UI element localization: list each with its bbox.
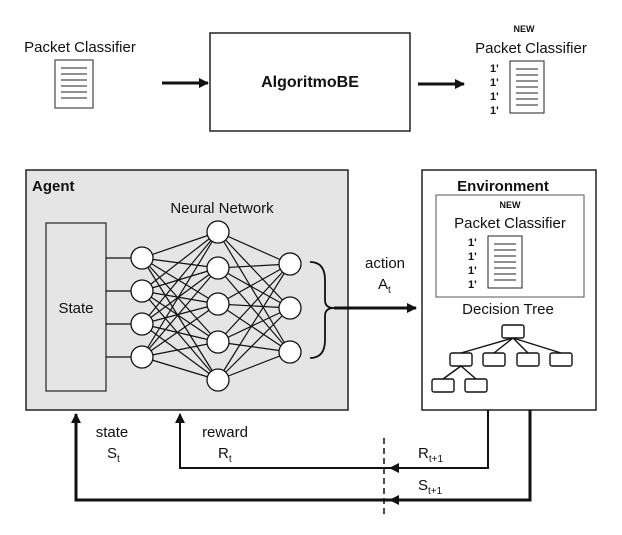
neuron-connection bbox=[141, 257, 219, 269]
reward-sub: t bbox=[229, 454, 232, 465]
action-symbol: At bbox=[378, 276, 391, 296]
neuron-connection bbox=[217, 263, 291, 343]
neuron-connection bbox=[217, 303, 291, 309]
environment-title: Environment bbox=[457, 178, 549, 195]
top-rule-mark: 1' bbox=[490, 77, 499, 89]
neuron-connection bbox=[141, 290, 219, 305]
action-sub: t bbox=[388, 285, 391, 296]
neuron-connection bbox=[141, 356, 219, 381]
reward-next-symbol: Rt+1 bbox=[418, 445, 443, 465]
state-symbol: St bbox=[107, 445, 120, 465]
neuron-node bbox=[206, 330, 230, 354]
neuron-connection bbox=[217, 231, 291, 309]
top-new-badge: NEW bbox=[514, 24, 536, 34]
env-classifier-label: Packet Classifier bbox=[454, 215, 566, 232]
neuron-connection bbox=[141, 231, 219, 325]
neuron-connection bbox=[141, 323, 219, 343]
neuron-connection bbox=[217, 263, 291, 381]
process-box bbox=[209, 32, 411, 132]
neuron-connection bbox=[141, 257, 219, 343]
decision-tree-label: Decision Tree bbox=[462, 301, 554, 318]
env-rule-mark: 1' bbox=[468, 279, 477, 291]
neuron-node bbox=[278, 296, 302, 320]
neuron-node bbox=[206, 220, 230, 244]
neuron-connection bbox=[217, 307, 291, 381]
neuron-connection bbox=[217, 341, 291, 353]
top-output-rule-marks: 1' 1' 1' 1' bbox=[490, 63, 499, 117]
reward-next-sub: t+1 bbox=[429, 454, 444, 465]
neuron-connection bbox=[217, 303, 291, 353]
reward-arrow bbox=[175, 410, 489, 469]
env-doc-icon bbox=[487, 235, 523, 289]
state-label: state bbox=[96, 424, 129, 441]
neuron-connection bbox=[217, 267, 291, 353]
neuron-connection bbox=[141, 341, 219, 358]
neural-network-connections bbox=[106, 231, 291, 381]
reward-label: reward bbox=[202, 424, 248, 441]
top-output-doc-icon bbox=[509, 60, 545, 114]
state-sub: t bbox=[117, 454, 120, 465]
network-label: Neural Network bbox=[170, 200, 274, 217]
state-box-label: State bbox=[58, 300, 93, 317]
neuron-node bbox=[130, 279, 154, 303]
neuron-connection bbox=[217, 351, 291, 381]
top-rule-mark: 1' bbox=[490, 63, 499, 75]
top-rule-mark: 1' bbox=[490, 105, 499, 117]
reward-symbol: Rt bbox=[218, 445, 232, 465]
neuron-connection bbox=[141, 231, 219, 259]
neuron-connection bbox=[141, 257, 219, 305]
env-new-badge: NEW bbox=[500, 200, 522, 210]
neuron-connection bbox=[141, 303, 219, 325]
neural-network-nodes bbox=[130, 220, 302, 392]
neuron-connection bbox=[217, 263, 291, 269]
top-output-label: Packet Classifier bbox=[475, 40, 587, 57]
neuron-node bbox=[130, 246, 154, 270]
neuron-connection bbox=[141, 231, 219, 292]
neuron-connection bbox=[217, 267, 291, 309]
state-next-symbol: St+1 bbox=[418, 477, 443, 497]
env-rule-mark: 1' bbox=[468, 237, 477, 249]
reward-sym: R bbox=[218, 445, 229, 462]
neuron-connection bbox=[217, 307, 291, 343]
state-sym: S bbox=[107, 445, 117, 462]
action-label: action bbox=[365, 255, 405, 272]
state-box bbox=[45, 222, 107, 392]
neuron-connection bbox=[141, 303, 219, 358]
process-label: AlgoritmoBE bbox=[261, 74, 359, 91]
reward-next-sym: R bbox=[418, 445, 429, 462]
neuron-connection bbox=[141, 267, 219, 358]
neuron-connection bbox=[141, 323, 219, 381]
neuron-connection bbox=[141, 290, 219, 343]
neuron-node bbox=[278, 252, 302, 276]
neuron-connection bbox=[217, 231, 291, 353]
state-arrow bbox=[71, 410, 532, 502]
neuron-connection bbox=[217, 263, 291, 305]
neuron-node bbox=[278, 340, 302, 364]
neuron-connection bbox=[141, 267, 219, 325]
action-sym: A bbox=[378, 276, 388, 293]
top-input-doc-icon bbox=[54, 59, 94, 109]
neuron-connection bbox=[141, 257, 219, 381]
neuron-node bbox=[206, 256, 230, 280]
neuron-node bbox=[130, 312, 154, 336]
agent-title: Agent bbox=[32, 178, 75, 195]
neuron-connection bbox=[141, 267, 219, 292]
top-rule-mark: 1' bbox=[490, 91, 499, 103]
state-next-sym: S bbox=[418, 477, 428, 494]
neuron-node bbox=[206, 292, 230, 316]
env-rule-mark: 1' bbox=[468, 251, 477, 263]
env-rule-mark: 1' bbox=[468, 265, 477, 277]
neuron-connection bbox=[141, 231, 219, 358]
decision-tree-icon bbox=[431, 324, 573, 393]
neuron-connection bbox=[217, 231, 291, 265]
neuron-connection bbox=[141, 290, 219, 381]
neuron-node bbox=[130, 345, 154, 369]
env-rule-marks: 1' 1' 1' 1' bbox=[468, 237, 477, 291]
state-next-sub: t+1 bbox=[428, 486, 443, 497]
neuron-node bbox=[206, 368, 230, 392]
top-input-label: Packet Classifier bbox=[24, 39, 136, 56]
